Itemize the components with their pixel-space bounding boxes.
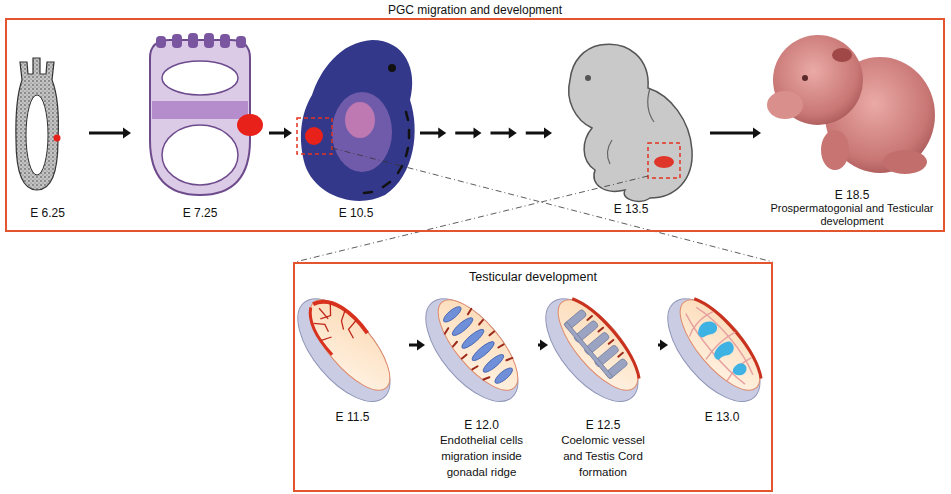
fetus-e185 xyxy=(767,35,935,174)
stage-label: E 7.25 xyxy=(183,206,218,220)
stage-label: E 12.0 xyxy=(464,418,499,432)
stage-label: E 13.0 xyxy=(705,410,740,424)
panel-frame: PGC migration and developmentE 6.25E 7.2… xyxy=(5,18,945,232)
gonad-e115 xyxy=(281,283,407,417)
stage-node: E 12.0Endothelial cells migration inside… xyxy=(429,290,534,480)
panel-title: PGC migration and development xyxy=(7,3,943,17)
stage-node: E 13.5 xyxy=(556,38,706,216)
panel-frame: Testicular development E 11.5 E 12.0Endoth… xyxy=(293,262,773,492)
arrow-head xyxy=(544,128,552,139)
stage-description: Coelomic vessel and Testis Cord formatio… xyxy=(552,432,654,480)
stage-label: E 12.5 xyxy=(586,418,621,432)
arrow-connector xyxy=(710,128,761,139)
arrow-head xyxy=(474,128,482,139)
zoom-lines xyxy=(295,148,773,262)
gonad-e120 xyxy=(409,283,535,417)
arrow-connector xyxy=(269,128,292,139)
embryo-e105 xyxy=(297,40,415,201)
embryo-e725 xyxy=(150,33,263,195)
panel-title: Testicular development xyxy=(295,270,771,285)
arrow-head xyxy=(417,340,425,351)
arrow-shaft xyxy=(89,132,124,135)
arrow-head xyxy=(284,128,292,139)
arrow-head xyxy=(660,340,668,351)
stage-node: E 10.5 xyxy=(296,32,416,220)
arrow-shaft xyxy=(409,344,418,347)
arrow-connector xyxy=(89,128,131,139)
stage-node: E 7.25 xyxy=(135,35,265,220)
stage-label: E 13.5 xyxy=(614,202,649,216)
arrow-connector xyxy=(658,340,668,351)
arrow-connector xyxy=(409,340,425,351)
stage-node: E 18.5Prospermatogonial and Testicular d… xyxy=(765,22,939,228)
stage-node: E 6.25 xyxy=(10,55,85,220)
gonad-e130 xyxy=(651,283,777,417)
stage-node: E 12.5Coelomic vessel and Testis Cord fo… xyxy=(552,290,654,480)
arrow-head xyxy=(123,128,131,139)
stage-node: E 11.5 xyxy=(300,292,405,424)
stage-description: Prospermatogonial and Testicular develop… xyxy=(765,202,939,228)
arrow-head xyxy=(438,128,446,139)
arrow-shaft xyxy=(269,132,285,135)
arrow-shaft xyxy=(526,132,545,135)
arrow-shaft xyxy=(420,132,439,135)
embryo-e135 xyxy=(569,44,692,201)
arrow-head xyxy=(509,128,517,139)
gonad-e125 xyxy=(529,283,655,417)
stage-node: E 13.0 xyxy=(672,292,772,424)
stage-label: E 11.5 xyxy=(336,410,370,424)
stage-description: Endothelial cells migration inside gonad… xyxy=(429,432,534,480)
stage-label: E 6.25 xyxy=(30,206,65,220)
arrow-shaft xyxy=(710,132,754,135)
arrow-head xyxy=(753,128,761,139)
arrow-connector xyxy=(420,128,552,139)
arrow-shaft xyxy=(491,132,510,135)
stage-label: E 10.5 xyxy=(339,206,374,220)
arrow-connector xyxy=(538,340,548,351)
arrow-shaft xyxy=(455,132,474,135)
stage-label: E 18.5 xyxy=(835,188,870,202)
egg-cylinder-e625 xyxy=(16,58,61,190)
arrow-head xyxy=(540,340,548,351)
